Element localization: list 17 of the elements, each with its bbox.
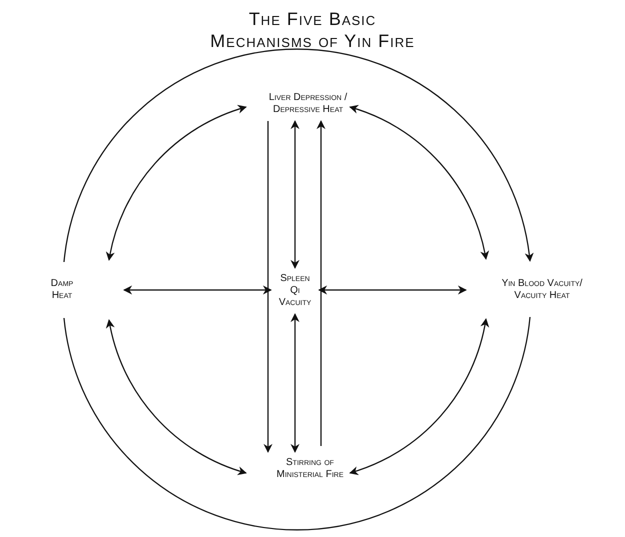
concept-label: Stirring of Ministerial Fire <box>265 455 355 483</box>
arrow <box>106 105 247 261</box>
concept-label: Spleen Qi Vacuity <box>274 271 316 311</box>
arrow <box>63 48 534 262</box>
arrow <box>349 105 489 260</box>
concept-label: Yin Blood Vacuity/ Vacuity Heat <box>486 276 598 304</box>
concept-label: Damp Heat <box>42 276 82 304</box>
arrow <box>123 286 272 294</box>
arrow <box>106 319 247 475</box>
diagram-title: The Five Basic Mechanisms of Yin Fire <box>209 8 416 52</box>
concept-label: Liver Depression / Depressive Heat <box>252 90 364 118</box>
arrow <box>349 318 489 475</box>
arrow <box>316 120 326 446</box>
arrow <box>290 120 300 269</box>
arrow <box>264 121 272 453</box>
arrow <box>318 286 467 294</box>
arrow <box>290 313 300 453</box>
